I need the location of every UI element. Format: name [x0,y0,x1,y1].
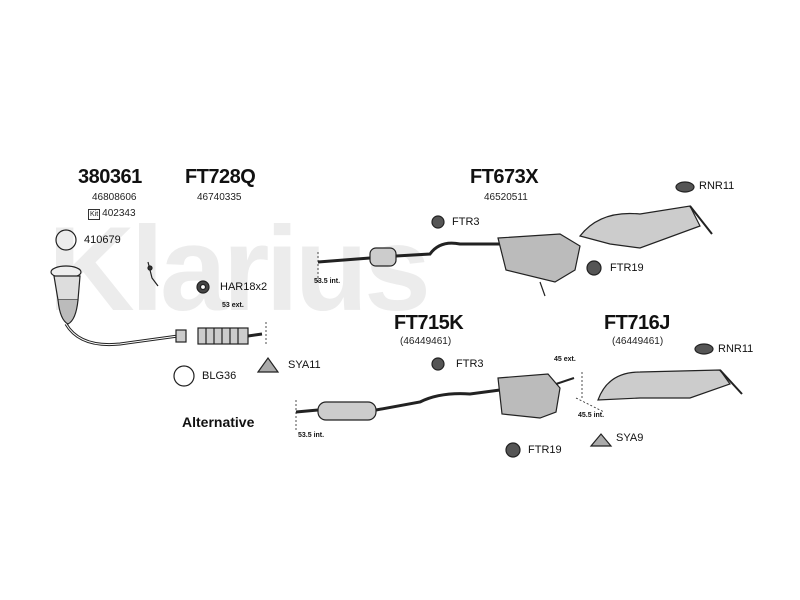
ftr3-bottom-icon [431,357,445,371]
fitting-sya11: SYA11 [288,359,321,371]
fitting-ftr3-top: FTR3 [452,216,480,228]
lambda-sensor-drawing [147,261,159,287]
part-number-ft715k: FT715K [394,312,464,334]
fitting-rnr11-top: RNR11 [699,180,735,192]
ft716j-silencer-drawing [597,369,743,401]
dimension-45-5-int: 45.5 int. [578,412,605,419]
ftr19-top-icon [586,260,602,276]
fitting-ftr3-bottom: FTR3 [456,358,484,370]
p410679-circle-icon [55,229,77,251]
watermark: Klarius [48,202,431,336]
oe-number-ft715k: (46449461) [400,336,452,347]
part-number-ft673x: FT673X [470,166,539,188]
ft715k-silencer-drawing [497,373,575,419]
flex-pipe-drawing [197,327,263,345]
ft715k-front-drawing [295,388,501,421]
fitting-har18x2: HAR18x2 [220,281,268,293]
dimension-53-5-int-top: 53.5 int. [314,278,341,285]
fitting-rnr11-bottom: RNR11 [718,343,754,355]
fitting-ftr19-top: FTR19 [610,262,644,274]
dimension-53-5-int-bottom: 53.5 int. [298,432,325,439]
fitting-sya9: SYA9 [616,432,644,444]
kit-tag: Kit [88,209,101,220]
fitting-ftr19-bottom: FTR19 [528,444,562,456]
kit-number: 402343 [102,208,136,219]
oe-number-ft716j: (46449461) [612,336,664,347]
alternative-label: Alternative [182,414,255,430]
rnr11-top-icon [675,181,695,193]
fitting-blg36: BLG36 [202,370,237,382]
ftr19-bottom-icon [505,442,521,458]
ft673x-silencer-drawing [578,205,713,249]
part-number-ft716j: FT716J [604,312,670,334]
ft673x-pipe-drawing [317,233,581,297]
catalytic-converter-drawing [50,265,187,347]
sya9-icon [589,433,613,447]
fitting-410679: 410679 [84,234,121,246]
part-number-ft728q: FT728Q [185,166,256,188]
rnr11-bottom-icon [694,343,714,355]
oe-number-ft728q: 46740335 [197,192,242,203]
part-number-380361: 380361 [78,166,142,188]
oe-number-ft673x: 46520511 [484,192,528,203]
blg36-circle-icon [173,365,195,387]
sya11-icon [256,356,280,373]
ftr3-top-icon [431,215,445,229]
har-clamp-drawing [196,280,210,294]
oe-number-380361: 46808606 [92,192,137,203]
dimension-45-ext: 45 ext. [554,356,576,363]
dimension-53-ext: 53 ext. [222,302,244,309]
